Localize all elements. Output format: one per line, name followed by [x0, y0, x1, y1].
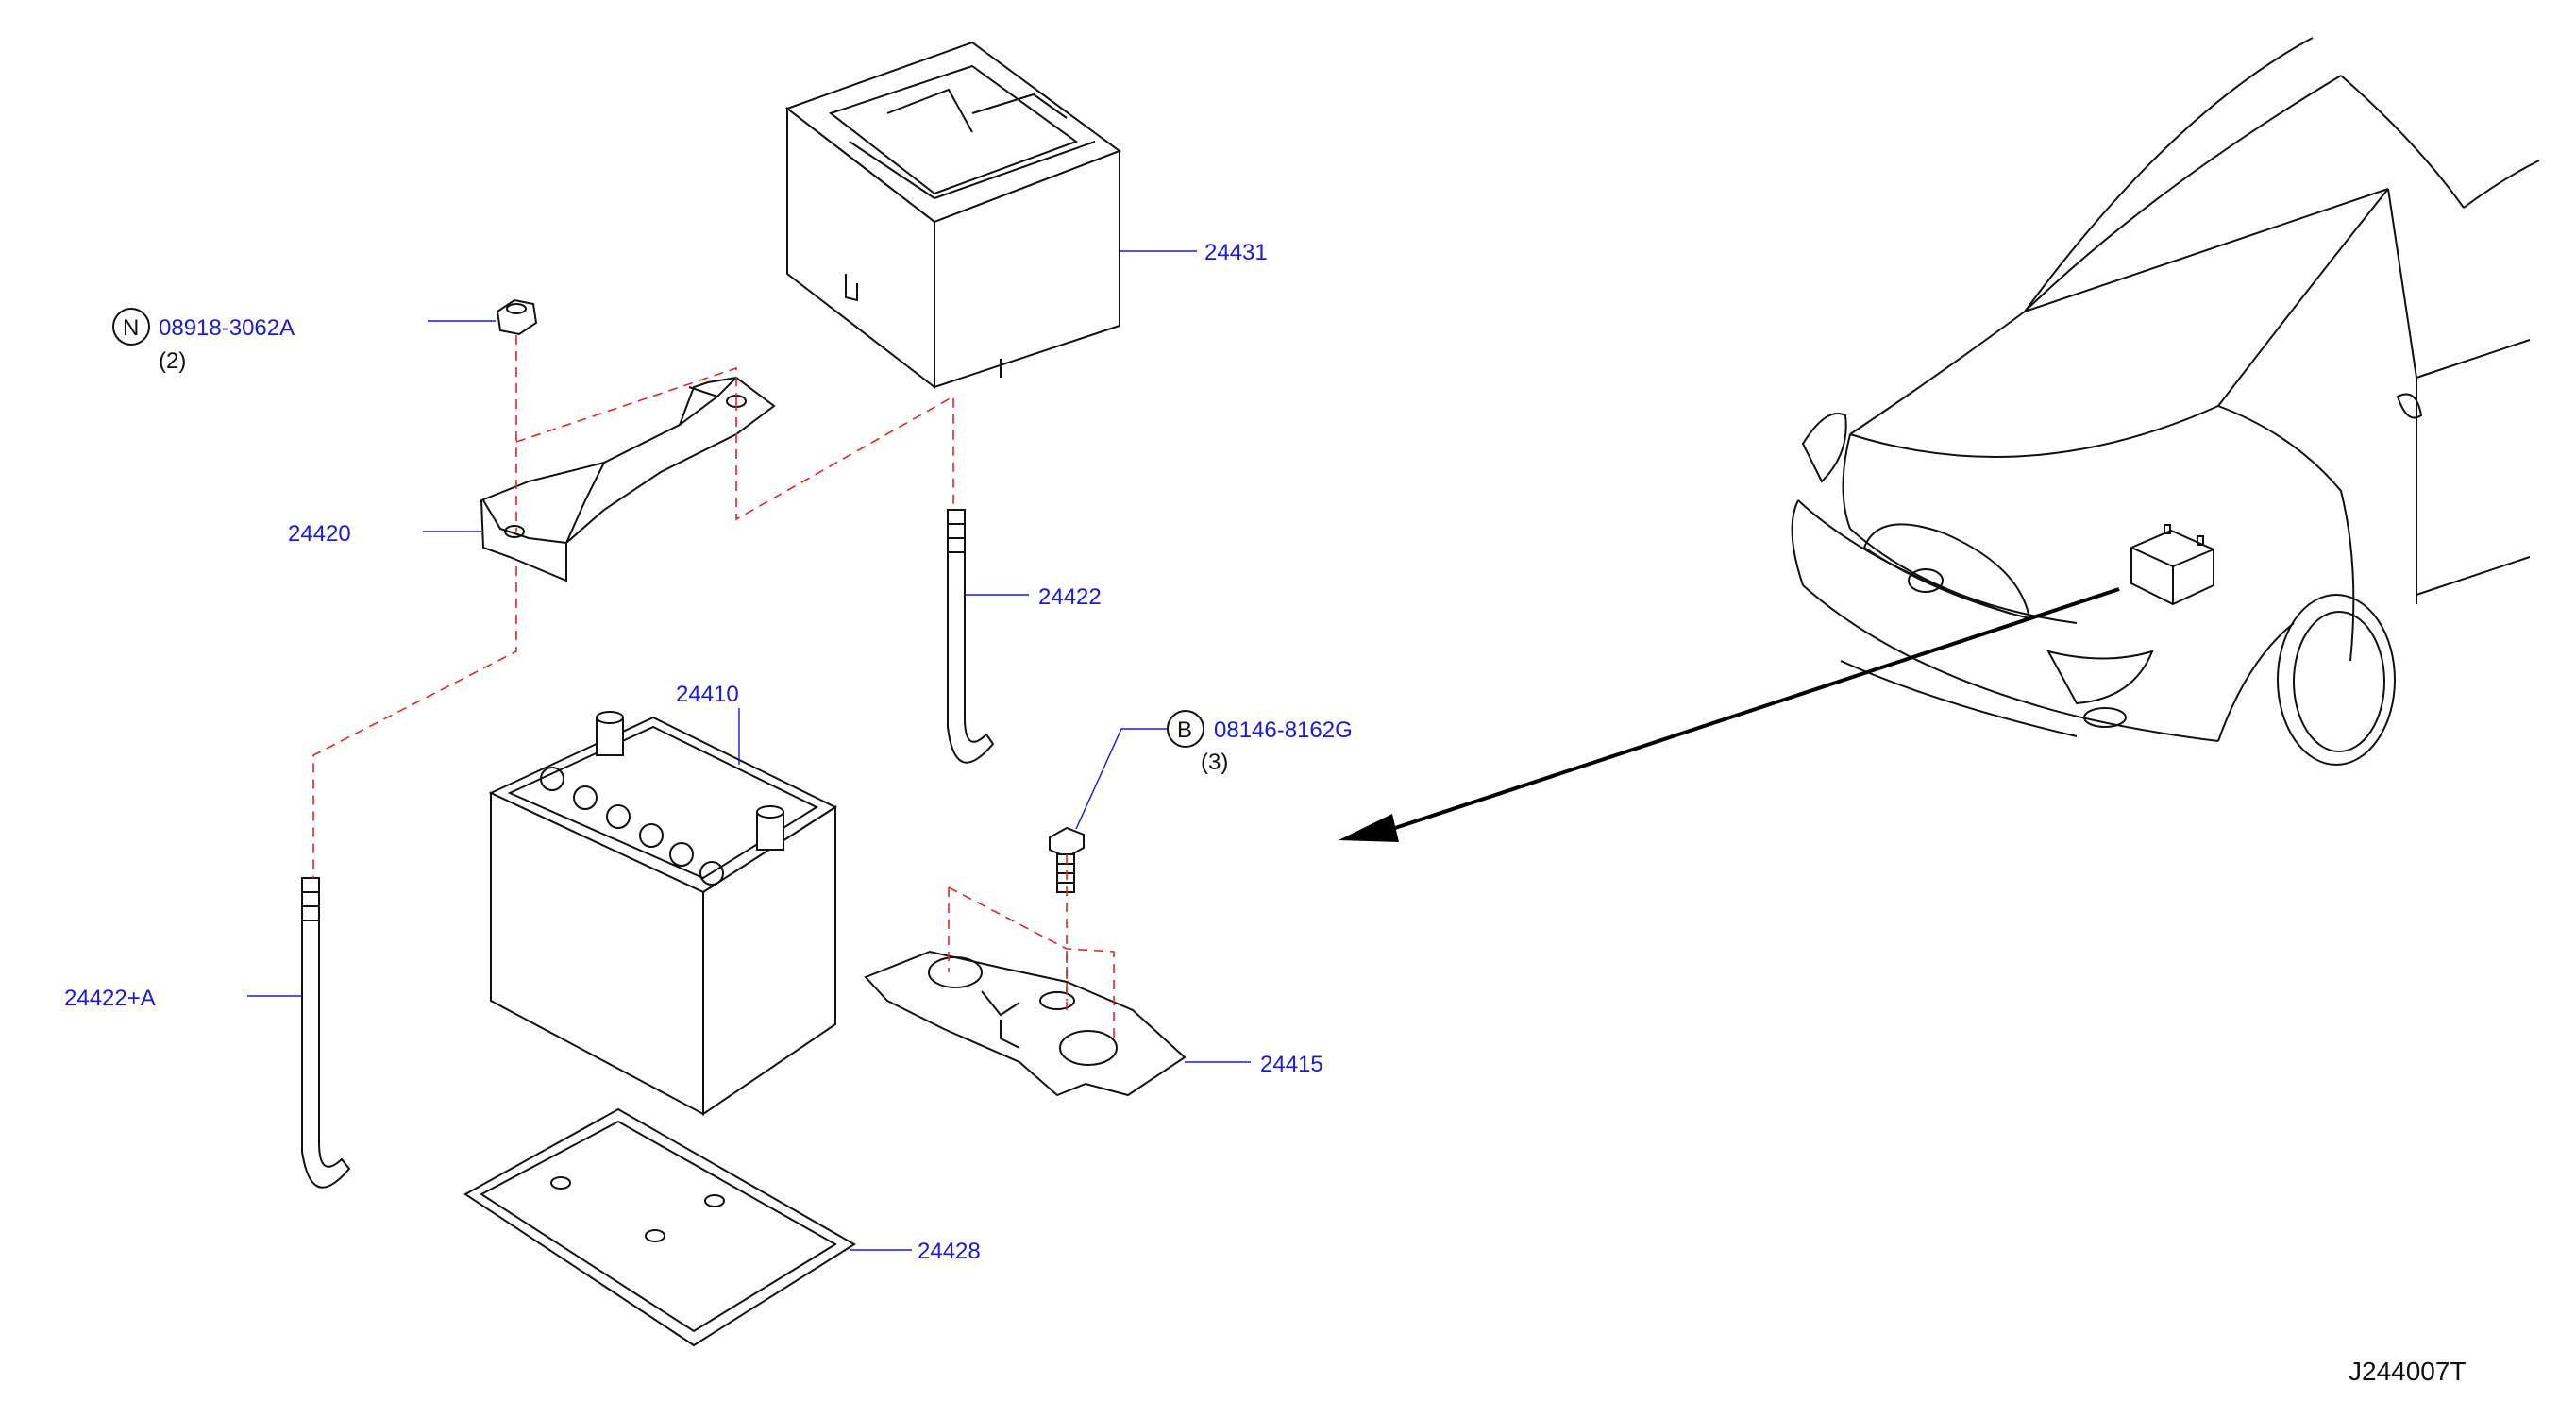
part-rod-short: 24422+A [64, 986, 156, 1011]
part-rod-long: 24422 [1038, 584, 1102, 610]
part-nut: 08918-3062A [159, 315, 295, 341]
battery-box-drawing [784, 41, 1122, 390]
bolt-drawing [1049, 826, 1085, 893]
vent-caps [540, 767, 724, 886]
battery-frame-drawing [480, 376, 776, 582]
part-tray: 24415 [1260, 1052, 1323, 1077]
nut-drawing [496, 298, 538, 336]
bolt-prefix-circle [1167, 710, 1204, 748]
nut-quantity: (2) [159, 348, 186, 374]
assembly-lines [312, 335, 1115, 1038]
leader-bolt [1075, 728, 1167, 830]
location-arrow [1339, 587, 2120, 842]
part-battery-box: 24431 [1204, 240, 1268, 265]
battery-tray-drawing [864, 950, 1187, 1097]
rod-short-drawing [301, 877, 351, 1189]
battery-pad-drawing [463, 1107, 856, 1347]
part-pad: 24428 [918, 1239, 981, 1264]
battery-drawing [488, 711, 838, 1116]
part-frame: 24420 [288, 521, 351, 547]
bolt-quantity: (3) [1201, 750, 1228, 775]
vehicle-drawing [1791, 37, 2540, 766]
part-bolt: 08146-8162G [1214, 717, 1353, 743]
rod-long-drawing [947, 509, 995, 764]
diagram-code: J244007T [2349, 1357, 2467, 1386]
nut-prefix-letter: N [123, 315, 139, 341]
nut-prefix-circle [112, 308, 150, 346]
part-battery: 24410 [676, 682, 739, 707]
bolt-prefix-letter: B [1177, 717, 1192, 743]
